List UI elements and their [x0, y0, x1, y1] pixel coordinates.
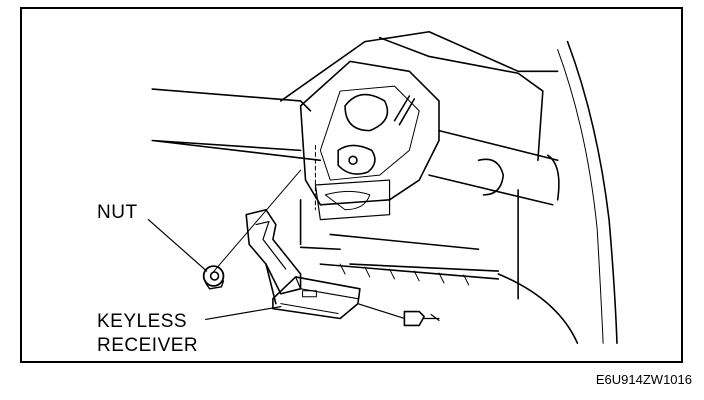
lower-dash-lines	[299, 233, 500, 272]
hatch-lines	[339, 263, 470, 286]
keyless-leader	[205, 306, 282, 321]
nut-leader	[147, 219, 208, 272]
shaft-end	[477, 158, 505, 196]
kick-panel	[299, 189, 519, 300]
shaft-cap	[546, 154, 560, 201]
nut-flange	[204, 280, 225, 290]
connector-wire	[357, 303, 405, 320]
housing-oval	[344, 93, 389, 132]
housing-slot	[393, 95, 411, 122]
floor-curve	[497, 273, 579, 344]
receiver-top	[295, 276, 359, 300]
key-boss	[337, 144, 376, 175]
connector-tail	[423, 313, 440, 322]
nut-icon	[202, 265, 225, 287]
nut-guide	[211, 169, 302, 275]
connector-plug	[403, 310, 425, 327]
dash-panel	[151, 88, 322, 162]
dash-back	[378, 36, 544, 162]
keyless-receiver-label-line1: KEYLESS	[97, 311, 188, 332]
dash-top	[280, 30, 559, 102]
illustration-frame	[20, 7, 683, 363]
housing-slot2	[398, 98, 416, 126]
receiver-front	[280, 303, 339, 315]
figure-code: E6U914ZW1016	[595, 372, 692, 387]
bracket-inner	[255, 220, 287, 270]
nut-label: NUT	[97, 202, 138, 223]
door-edge	[566, 40, 618, 344]
mounting-bracket	[245, 208, 302, 295]
keyless-receiver-box	[272, 276, 361, 320]
keyless-receiver-label-line2: RECEIVER	[97, 335, 199, 356]
key-hole	[348, 155, 358, 166]
housing-inner	[319, 85, 420, 181]
column-housing	[299, 60, 440, 206]
lower-housing	[314, 179, 391, 221]
nut-hole	[209, 271, 220, 281]
door-edge-inner	[557, 49, 604, 344]
installation-diagram	[147, 30, 618, 344]
receiver-tab	[302, 290, 317, 298]
lower-slot	[324, 190, 371, 211]
column-shaft	[428, 129, 559, 206]
